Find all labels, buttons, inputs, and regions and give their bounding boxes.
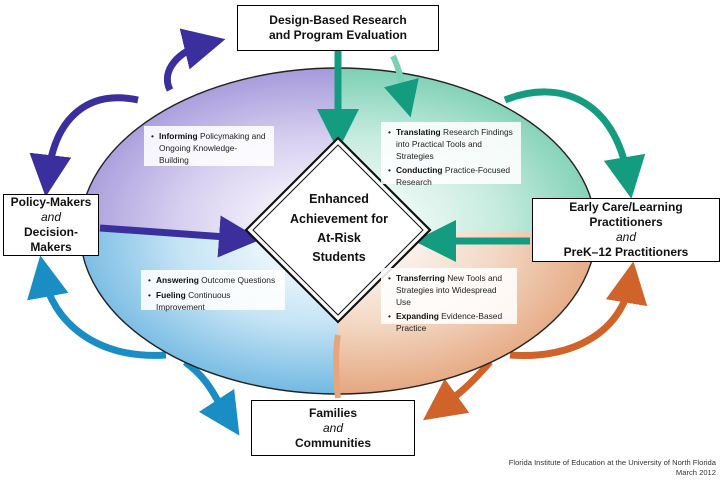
arrow-practitioners-top-loop [503, 88, 646, 199]
node-practitioners: Early Care/Learning Practitioners and Pr… [532, 198, 720, 262]
node-left-line-1: Policy-Makers [10, 195, 92, 209]
quadrant-lower-left-text: Answering Outcome Questions Fueling Cont… [141, 270, 285, 312]
list-item: Expanding Evidence-Based Practice [388, 311, 510, 335]
arrow-families-to-center [333, 334, 341, 399]
arrow-to-families-right [422, 359, 493, 421]
node-right-line-2: and [615, 230, 637, 244]
center-line-1: Enhanced [309, 192, 369, 207]
credit-note: Florida Institute of Education at the Un… [509, 458, 716, 478]
credit-line-1: Florida Institute of Education at the Un… [508, 458, 716, 467]
list-item: Transferring New Tools and Strategies in… [388, 273, 510, 308]
list-item: Conducting Practice-Focused Research [388, 165, 514, 189]
arrow-to-families-left [182, 359, 240, 436]
list-item: Informing Policymaking and Ongoing Knowl… [151, 131, 267, 166]
arrow-practitioners-bottom-loop [509, 261, 648, 360]
quadrant-upper-left-text: Informing Policymaking and Ongoing Knowl… [144, 126, 274, 166]
center-goal-label: Enhanced Achievement for At-Risk Student… [275, 188, 403, 270]
node-bottom-line-1: Families [308, 405, 358, 420]
node-left-line-2: and [40, 210, 62, 224]
list-item: Fueling Continuous Improvement [148, 290, 278, 314]
node-policy-makers: Policy-Makers and Decision-Makers [3, 194, 99, 256]
node-bottom-line-2: and [322, 420, 344, 435]
list-item: Answering Outcome Questions [148, 275, 278, 287]
arrow-ellipse-to-policy-upper [29, 94, 139, 197]
node-top-line-2: and Program Evaluation [268, 28, 408, 42]
arrow-research-to-translating [383, 54, 419, 118]
node-right-line-3: PreK–12 Practitioners [563, 245, 689, 259]
inner-arrows [99, 50, 530, 399]
node-right-line-1: Early Care/Learning Practitioners [569, 200, 683, 229]
center-line-2: Achievement for [290, 211, 388, 226]
arrow-policy-to-center [99, 215, 261, 258]
center-line-3: At-Risk [317, 231, 361, 245]
list-item: Translating Research Findings into Pract… [388, 127, 514, 162]
center-line-4: Students [312, 250, 366, 265]
arrow-policy-to-research [164, 28, 226, 92]
quadrant-upper-right-text: Translating Research Findings into Pract… [381, 122, 521, 187]
node-top-line-1: Design-Based Research [269, 13, 407, 27]
node-families-communities: Families and Communities [251, 400, 415, 456]
outer-arrows [27, 28, 648, 436]
arrow-policy-bottom-loop [27, 255, 167, 359]
node-design-based-research: Design-Based Research and Program Evalua… [237, 5, 439, 51]
node-left-line-3: Decision-Makers [23, 225, 78, 254]
node-bottom-line-3: Communities [294, 435, 371, 450]
quadrant-lower-right-text: Transferring New Tools and Strategies in… [381, 268, 517, 333]
credit-line-2: March 2012 [675, 467, 716, 477]
